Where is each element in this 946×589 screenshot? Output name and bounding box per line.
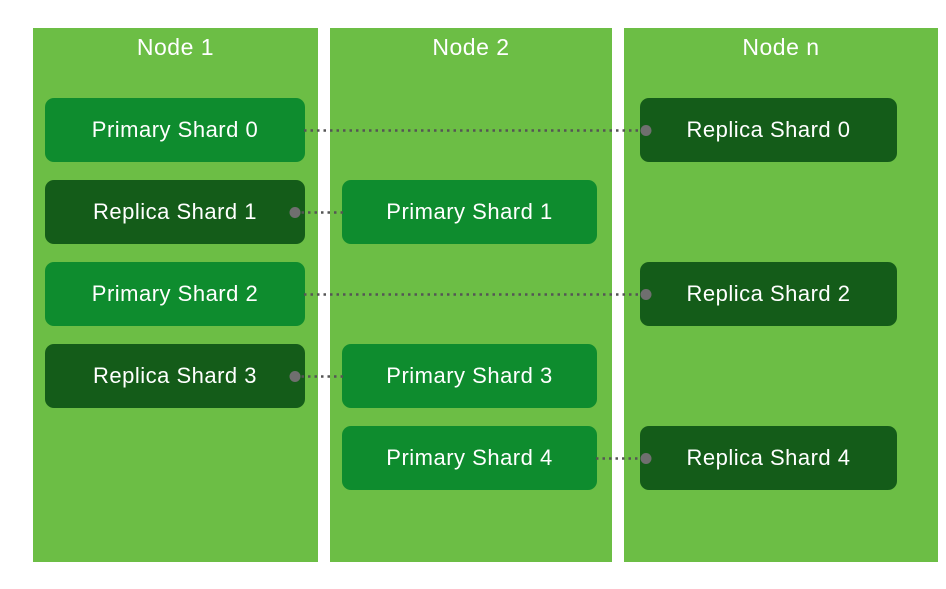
shard-label: Replica Shard 4 — [686, 445, 851, 470]
primary-shard-box: Primary Shard 2 — [45, 262, 305, 326]
node-column: Node 2 Primary Shard 1 Primary Shard 3 Prim… — [330, 28, 612, 562]
shard-label: Primary Shard 3 — [386, 363, 553, 388]
shard-label: Replica Shard 3 — [92, 363, 258, 388]
shard-label: Primary Shard 2 — [91, 281, 259, 306]
replica-shard-box: Replica Shard 1 — [45, 180, 305, 244]
shard-label: Replica Shard 0 — [686, 117, 851, 142]
replica-shard-box: Replica Shard 2 — [640, 262, 897, 326]
replica-shard-box: Replica Shard 4 — [640, 426, 897, 490]
node-column: Node n Replica Shard 0 Replica Shard 2 Repl… — [624, 28, 938, 562]
node-title: Node 2 — [432, 34, 510, 60]
replica-shard-box: Replica Shard 0 — [640, 98, 897, 162]
shard-label: Replica Shard 2 — [686, 281, 851, 306]
shard-label: Primary Shard 1 — [386, 199, 553, 224]
replica-shard-box: Replica Shard 3 — [45, 344, 305, 408]
primary-shard-box: Primary Shard 4 — [342, 426, 597, 490]
primary-shard-box: Primary Shard 0 — [45, 98, 305, 162]
shard-label: Primary Shard 0 — [91, 117, 259, 142]
primary-shard-box: Primary Shard 3 — [342, 344, 597, 408]
shard-label: Primary Shard 4 — [386, 445, 553, 470]
shard-label: Replica Shard 1 — [92, 199, 258, 224]
node-column: Node 1 Primary Shard 0 Replica Shard 1 Prim… — [33, 28, 318, 562]
node-title: Node 1 — [136, 34, 215, 60]
node-title: Node n — [742, 34, 820, 60]
primary-shard-box: Primary Shard 1 — [342, 180, 597, 244]
